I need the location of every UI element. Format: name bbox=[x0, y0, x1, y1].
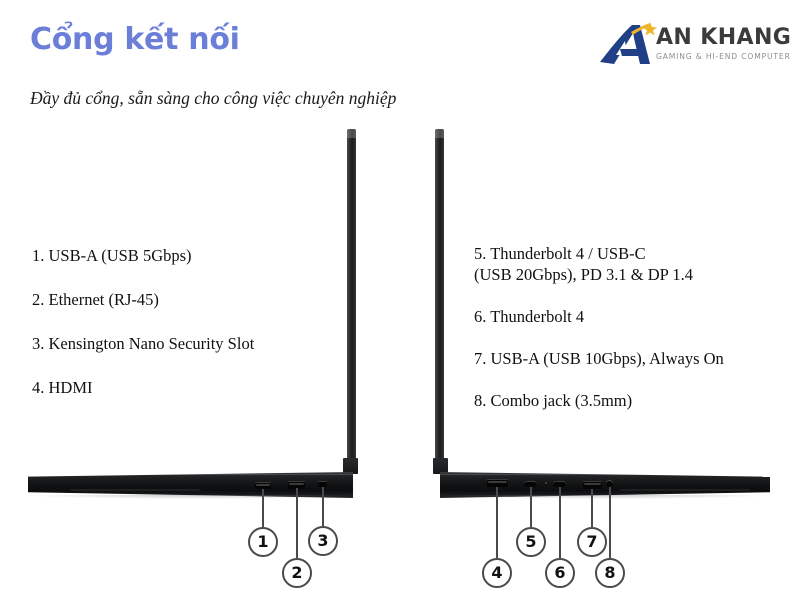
leader-line bbox=[262, 489, 264, 527]
lid-top-cap bbox=[347, 129, 356, 138]
logo-text: AN KHANG GAMING & HI-END COMPUTER bbox=[656, 25, 792, 62]
leader-line bbox=[609, 487, 611, 558]
thunderbolt-usbc-port-6 bbox=[553, 481, 566, 487]
callout-4[interactable]: 4 bbox=[482, 558, 512, 588]
usb-a-port bbox=[255, 482, 271, 489]
thunderbolt-usbc-port-5 bbox=[524, 481, 537, 487]
logo-brand-name: AN KHANG bbox=[656, 25, 792, 50]
right-laptop-lid bbox=[435, 129, 444, 469]
left-laptop-lid bbox=[347, 129, 356, 469]
list-item: 6. Thunderbolt 4 bbox=[474, 307, 585, 327]
right-port-list: 5. Thunderbolt 4 / USB-C (USB 20Gbps), P… bbox=[474, 243, 784, 433]
callout-8[interactable]: 8 bbox=[595, 558, 625, 588]
list-item: 7. USB-A (USB 10Gbps), Always On bbox=[474, 349, 724, 369]
list-item: 8. Combo jack (3.5mm) bbox=[474, 391, 633, 411]
leader-line bbox=[530, 487, 532, 527]
page-subtitle: Đầy đủ cổng, sẵn sàng cho công việc chuy… bbox=[30, 88, 397, 108]
list-item: 5. Thunderbolt 4 / USB-C (USB 20Gbps), P… bbox=[474, 244, 693, 285]
ethernet-port bbox=[288, 481, 305, 489]
brand-logo: AN KHANG GAMING & HI-END COMPUTER bbox=[598, 18, 792, 74]
charge-indicator-dot bbox=[545, 482, 547, 484]
leader-line bbox=[591, 489, 593, 527]
base-highlight bbox=[440, 474, 770, 475]
page-title: Cổng kết nối bbox=[30, 22, 240, 57]
callout-6[interactable]: 6 bbox=[545, 558, 575, 588]
leader-line bbox=[322, 487, 324, 526]
left-laptop-hinge bbox=[343, 458, 358, 474]
leader-line bbox=[559, 487, 561, 558]
kensington-slot bbox=[318, 481, 327, 487]
base-seam bbox=[620, 489, 750, 491]
callout-2[interactable]: 2 bbox=[282, 558, 312, 588]
base-shadow bbox=[28, 495, 353, 499]
callout-5[interactable]: 5 bbox=[516, 527, 546, 557]
list-item: 2. Ethernet (RJ-45) bbox=[32, 290, 159, 310]
list-item: 4. HDMI bbox=[32, 378, 93, 398]
leader-line bbox=[296, 488, 298, 558]
base-seam bbox=[70, 489, 200, 491]
callout-1[interactable]: 1 bbox=[248, 527, 278, 557]
right-laptop-hinge bbox=[433, 458, 448, 474]
list-item: 1. USB-A (USB 5Gbps) bbox=[32, 246, 192, 265]
callout-3[interactable]: 3 bbox=[308, 526, 338, 556]
left-port-list: 1. USB-A (USB 5Gbps) 2. Ethernet (RJ-45)… bbox=[32, 245, 332, 398]
an-khang-logo-icon bbox=[598, 22, 660, 68]
leader-line bbox=[496, 487, 498, 558]
base-highlight bbox=[28, 474, 353, 475]
combo-audio-jack bbox=[606, 480, 613, 487]
hdmi-port bbox=[487, 479, 508, 487]
list-item: 3. Kensington Nano Security Slot bbox=[32, 334, 255, 354]
usb-a-port-always-on bbox=[583, 481, 602, 489]
callout-7[interactable]: 7 bbox=[577, 527, 607, 557]
logo-tagline: GAMING & HI-END COMPUTER bbox=[656, 52, 791, 61]
base-shadow bbox=[440, 495, 770, 499]
lid-top-cap bbox=[435, 129, 444, 138]
